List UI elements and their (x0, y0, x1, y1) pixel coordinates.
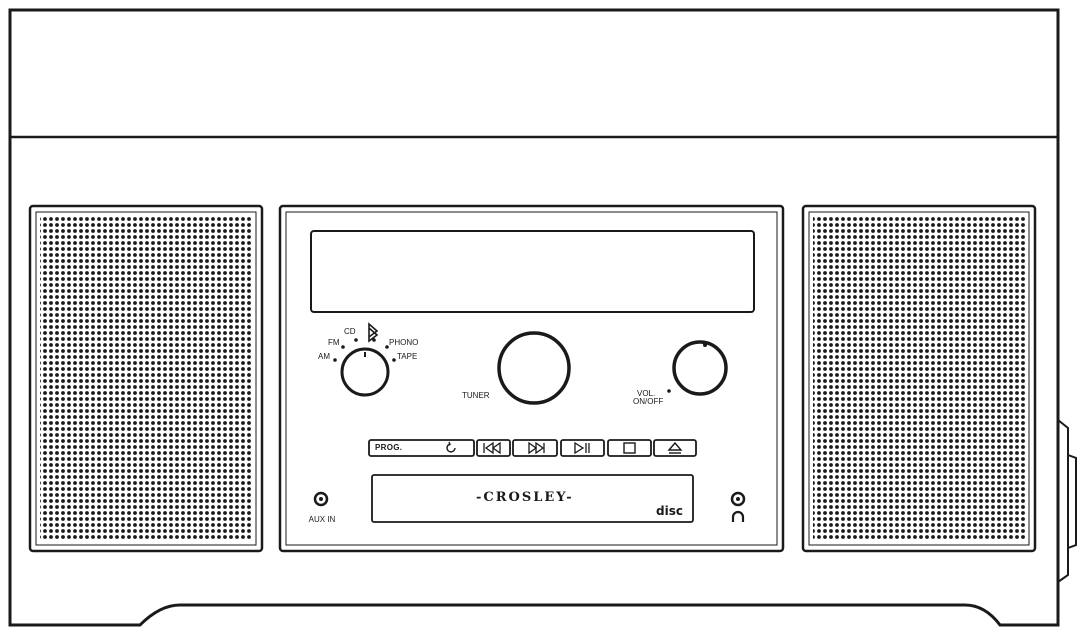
stop-button[interactable] (607, 439, 652, 457)
cd-slot[interactable] (371, 474, 694, 523)
side-knob (1057, 419, 1077, 583)
cabinet-outline (8, 8, 1060, 627)
prog-button-label: PROG. (375, 443, 403, 452)
transport-buttons (368, 439, 697, 457)
left-speaker-grill (40, 216, 252, 541)
play-pause-button[interactable] (560, 439, 605, 457)
source-label-am: AM (318, 352, 330, 361)
prog-repeat-button[interactable] (368, 439, 475, 457)
tuner-knob[interactable] (497, 331, 571, 405)
right-speaker-grill (813, 216, 1025, 541)
source-selector-knob[interactable] (340, 347, 390, 397)
source-label-phono: PHONO (389, 338, 419, 347)
volume-label: VOL. (637, 389, 656, 398)
play-pause-icon (574, 441, 590, 455)
bluetooth-icon (368, 322, 379, 343)
crosley-logo: -CROSLEY- (476, 490, 574, 505)
source-label-tape: TAPE (397, 352, 418, 361)
skip-forward-button[interactable] (512, 439, 558, 457)
eject-button[interactable] (653, 439, 697, 457)
cabinet (8, 8, 1077, 627)
skip-back-icon (483, 441, 501, 455)
skip-back-button[interactable] (476, 439, 511, 457)
repeat-icon (446, 441, 456, 453)
source-label-cd: CD (344, 327, 356, 336)
control-panel (278, 204, 785, 553)
power-indicator (667, 389, 671, 393)
skip-forward-icon (528, 441, 545, 455)
source-label-fm: FM (328, 338, 340, 347)
compact-disc-logo: disc (656, 504, 683, 518)
right-speaker (801, 204, 1037, 553)
stop-icon (623, 442, 636, 454)
display-window (310, 230, 755, 313)
headphone-icon (731, 510, 745, 522)
eject-icon (667, 441, 683, 454)
left-speaker (28, 204, 264, 553)
tuner-label: TUNER (462, 391, 490, 400)
power-label: ON/OFF (633, 397, 664, 406)
volume-knob[interactable] (672, 340, 728, 396)
source-indicator-dots (333, 338, 396, 362)
aux-in-label: AUX IN (308, 515, 336, 524)
